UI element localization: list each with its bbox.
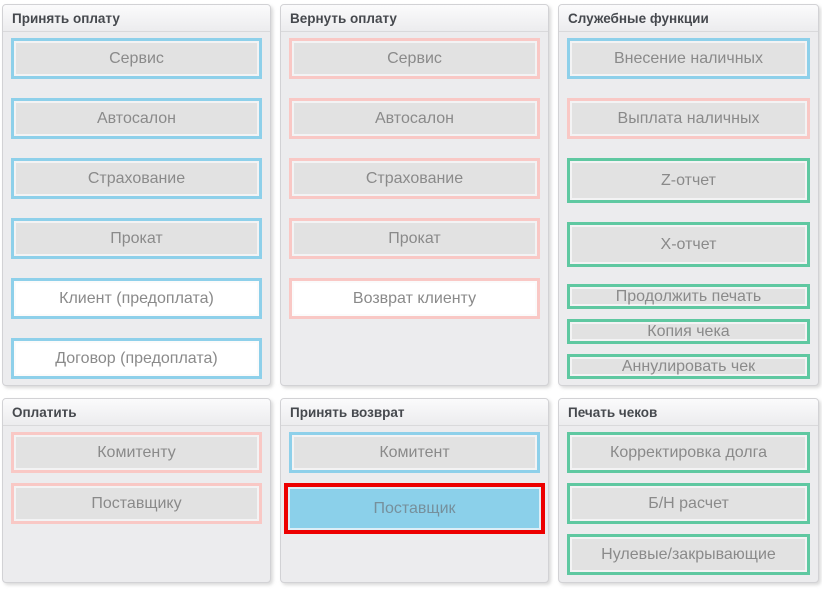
refund-insurance-button[interactable]: Страхование: [289, 158, 540, 199]
panel-refund-payment-title: Вернуть оплату: [281, 5, 548, 32]
receipt-copy-button[interactable]: Копия чека: [567, 319, 810, 344]
debt-correction-button[interactable]: Корректировка долга: [567, 432, 810, 473]
panel-pay: Оплатить Комитенту Поставщику: [2, 398, 271, 583]
accept-payment-client-prepayment-button[interactable]: Клиент (предоплата): [11, 278, 262, 319]
refund-car-dealership-button[interactable]: Автосалон: [289, 98, 540, 139]
panel-refund-payment: Вернуть оплату Сервис Автосалон Страхова…: [280, 4, 549, 386]
panel-service-functions-title: Служебные функции: [559, 5, 818, 32]
accept-payment-car-dealership-button[interactable]: Автосалон: [11, 98, 262, 139]
panel-print-receipts: Печать чеков Корректировка долга Б/Н рас…: [558, 398, 819, 583]
return-committent-button[interactable]: Комитент: [289, 432, 540, 473]
x-report-button[interactable]: X-отчет: [567, 222, 810, 267]
panel-accept-return: Принять возврат Комитент Поставщик: [280, 398, 549, 583]
cashless-payment-button[interactable]: Б/Н расчет: [567, 483, 810, 524]
continue-printing-button[interactable]: Продолжить печать: [567, 284, 810, 309]
pay-committent-button[interactable]: Комитенту: [11, 432, 262, 473]
cash-deposit-button[interactable]: Внесение наличных: [567, 38, 810, 79]
panel-print-receipts-title: Печать чеков: [559, 399, 818, 426]
panel-accept-payment: Принять оплату Сервис Автосалон Страхова…: [2, 4, 271, 386]
z-report-button[interactable]: Z-отчет: [567, 158, 810, 203]
pay-supplier-button[interactable]: Поставщику: [11, 483, 262, 524]
void-receipt-button[interactable]: Аннулировать чек: [567, 354, 810, 379]
return-supplier-button[interactable]: Поставщик: [284, 483, 545, 534]
pos-function-grid: Принять оплату Сервис Автосалон Страхова…: [2, 4, 819, 583]
zero-closing-receipts-button[interactable]: Нулевые/закрывающие: [567, 534, 810, 575]
accept-payment-rental-button[interactable]: Прокат: [11, 218, 262, 259]
refund-to-client-button[interactable]: Возврат клиенту: [289, 278, 540, 319]
accept-payment-insurance-button[interactable]: Страхование: [11, 158, 262, 199]
refund-rental-button[interactable]: Прокат: [289, 218, 540, 259]
cash-payout-button[interactable]: Выплата наличных: [567, 98, 810, 139]
accept-payment-contract-prepayment-button[interactable]: Договор (предоплата): [11, 338, 262, 379]
refund-service-button[interactable]: Сервис: [289, 38, 540, 79]
panel-accept-return-title: Принять возврат: [281, 399, 548, 426]
panel-accept-payment-title: Принять оплату: [3, 5, 270, 32]
panel-pay-title: Оплатить: [3, 399, 270, 426]
accept-payment-service-button[interactable]: Сервис: [11, 38, 262, 79]
panel-service-functions: Служебные функции Внесение наличных Выпл…: [558, 4, 819, 386]
